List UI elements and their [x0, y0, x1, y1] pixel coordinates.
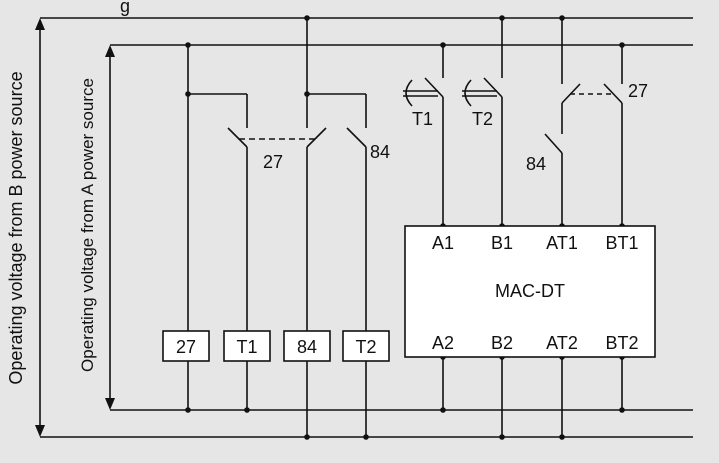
- mac-contact-label-27: 27: [628, 81, 648, 101]
- a-source-arrow: [105, 45, 115, 410]
- timer-symbol-t2: [462, 79, 497, 107]
- contact-label-84: 84: [370, 142, 390, 162]
- relay-box-84: 84: [283, 330, 331, 362]
- timer-label-t2: T2: [472, 109, 493, 129]
- a-source-label: Operating voltage from A power source: [78, 78, 97, 372]
- relay-box-27: 27: [162, 330, 210, 362]
- mac-dt-box: A1 B1 AT1 BT1 MAC-DT A2 B2 AT2 BT2: [404, 225, 656, 358]
- terminal-b1: B1: [491, 233, 513, 253]
- b-source-arrow: [35, 18, 45, 437]
- relay-section-wiring: [187, 18, 367, 437]
- terminal-at1: AT1: [546, 233, 578, 253]
- terminal-at2: AT2: [546, 333, 578, 353]
- terminal-bt2: BT2: [605, 333, 638, 353]
- contact-label-27: 27: [263, 152, 283, 172]
- relay-box-t1: T1: [223, 330, 271, 362]
- svg-text:84: 84: [297, 337, 317, 357]
- terminal-a1: A1: [432, 233, 454, 253]
- terminal-a2: A2: [432, 333, 454, 353]
- mac-dt-name: MAC-DT: [495, 281, 565, 301]
- b-source-label: Operating voltage from B power source: [6, 71, 26, 384]
- terminal-bt1: BT1: [605, 233, 638, 253]
- timer-label-t1: T1: [412, 109, 433, 129]
- svg-text:T2: T2: [355, 337, 376, 357]
- svg-text:27: 27: [176, 337, 196, 357]
- relay-box-t2: T2: [342, 330, 390, 362]
- mac-contact-label-84: 84: [526, 154, 546, 174]
- svg-text:T1: T1: [236, 337, 257, 357]
- mac-section-wiring: [424, 18, 623, 437]
- relay-section-junctions: [185, 15, 369, 440]
- title-fragment: g: [120, 0, 130, 16]
- timer-symbol-t1: [403, 79, 438, 107]
- terminal-b2: B2: [491, 333, 513, 353]
